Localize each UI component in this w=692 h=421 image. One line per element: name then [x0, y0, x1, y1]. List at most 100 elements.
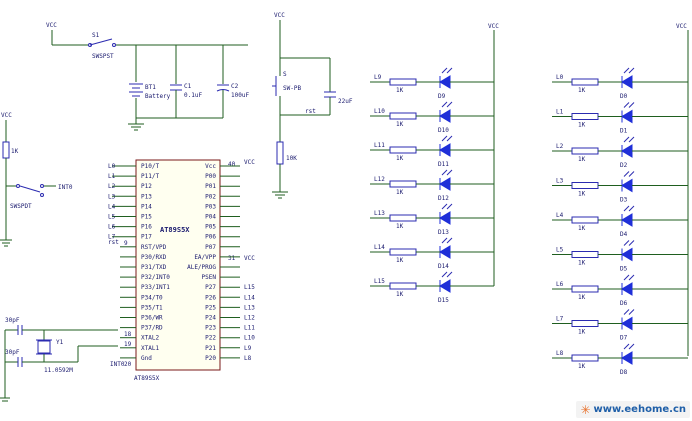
chip-left-pin-label: P31/TXD	[141, 264, 167, 271]
chip-right-net-label: L13	[244, 304, 255, 311]
led-column-right: VCCL01KD0L11KD1L21KD2L31KD3L41KD4L51KD5L…	[552, 23, 689, 376]
resistor	[571, 320, 599, 327]
resistor-label: 1K	[396, 121, 404, 128]
battery-label: BT1	[145, 84, 156, 91]
watermark-text: www.eehome.cn	[593, 404, 686, 415]
led-diode	[621, 282, 633, 296]
led-net-label: L11	[374, 142, 385, 149]
resistor-label: 1K	[578, 225, 586, 232]
cap-22uf-label: 22uF	[338, 98, 353, 105]
led-diode	[621, 213, 633, 227]
pin-31-label: 31	[228, 255, 236, 262]
resistor	[571, 285, 599, 293]
chip-right-pin-label: P03	[205, 203, 216, 210]
crystal-section: 30pF 30pF Y1 11.0592M	[0, 317, 118, 402]
cap-30pf-top: 30pF	[5, 317, 20, 324]
chip-left-pin-label: P36/WR	[141, 315, 163, 322]
chip-left-pin-label: XTAL2	[141, 335, 159, 342]
led-net-label: L15	[374, 278, 385, 285]
chip-left-pin-label: Gnd	[141, 355, 152, 362]
led-net-label: L8	[556, 350, 564, 357]
chip-right-pin-label: P00	[205, 173, 216, 180]
led-diode	[621, 75, 633, 89]
led-diode	[439, 75, 451, 89]
led-ref-label: D5	[620, 266, 628, 273]
led-column-left: VCCL91KD9L101KD10L111KD11L121KD12L131KD1…	[370, 23, 499, 304]
pin-18-label: 18	[124, 331, 132, 338]
led-net-label: L14	[374, 244, 385, 251]
pin-40-label: 40	[228, 161, 236, 168]
resistor	[389, 180, 417, 188]
crystal-value: 11.0592M	[44, 367, 73, 374]
resistor-label: 1K	[578, 191, 586, 198]
led-ref-label: D4	[620, 231, 628, 238]
vcc-label-led-right: VCC	[676, 23, 687, 30]
resistor-label: 1K	[578, 260, 586, 267]
led-ref-label: D14	[438, 263, 449, 270]
led-ref-label: D2	[620, 162, 628, 169]
chip-right-pin-label: EA/VPP	[194, 254, 216, 261]
chip-right-pin-label: P21	[205, 345, 216, 352]
resistor-label: 1K	[396, 257, 404, 264]
led-ref-label: D11	[438, 161, 449, 168]
resistor	[571, 182, 599, 189]
sw-pb-ref: S	[283, 71, 287, 78]
switch-s1-type: SWSPST	[92, 53, 114, 60]
chip-right-pin-label: Vcc	[205, 163, 216, 170]
led-ref-label: D9	[438, 93, 446, 100]
led-diode	[439, 109, 451, 123]
resistor	[389, 214, 417, 222]
chip-right-pin-label: P05	[205, 224, 216, 231]
resistor-label: 1K	[578, 329, 586, 336]
chip-left-pin-label: P11/T	[141, 173, 159, 180]
led-ref-label: D0	[620, 93, 628, 100]
chip-right-pin-label: P01	[205, 183, 216, 190]
chip-left-net-label: L0	[108, 163, 116, 170]
chip-left-pin-label: P37/RD	[141, 325, 163, 332]
sw-pb-label: SW-PB	[283, 85, 301, 92]
led-net-label: L9	[374, 74, 382, 81]
led-net-label: L7	[556, 316, 564, 323]
chip-left-net-label: L7	[108, 234, 116, 241]
led-net-label: L13	[374, 210, 385, 217]
vcc-label-chip: VCC	[244, 159, 255, 166]
chip-right-pin-label: P27	[205, 284, 216, 291]
chip-footer: AT89S5X	[134, 375, 160, 382]
resistor-label: 1K	[578, 363, 586, 370]
resistor-label: 1K	[396, 291, 404, 298]
resistor	[571, 113, 599, 120]
resistor	[389, 248, 417, 256]
microcontroller: AT89S5X AT89S5X INT0 20 40 VCC 31 VCC 9 …	[108, 159, 255, 382]
resistor	[571, 354, 599, 362]
led-ref-label: D7	[620, 335, 628, 342]
led-row: L14 1K D14	[370, 237, 494, 270]
res-1k-int0: 1K	[11, 148, 19, 155]
chip-right-pin-label: P25	[205, 304, 216, 311]
chip-right-pin-label: P23	[205, 325, 216, 332]
led-diode	[439, 143, 451, 157]
chip-right-net-label: L10	[244, 335, 255, 342]
chip-right-pin-label: P26	[205, 294, 216, 301]
resistor	[389, 78, 417, 86]
led-diode	[621, 144, 633, 158]
watermark: ✳ www.eehome.cn	[576, 401, 690, 418]
chip-left-net-label: L2	[108, 183, 116, 190]
resistor-label: 1K	[578, 87, 586, 94]
chip-left-pin-label: P12	[141, 183, 152, 190]
led-net-label: L6	[556, 281, 564, 288]
chip-left-net-label: L1	[108, 173, 116, 180]
chip-left-pin-label: P10/T	[141, 163, 159, 170]
resistor	[389, 146, 417, 154]
chip-left-pin-label: P35/T1	[141, 304, 163, 311]
battery-value: Battery	[145, 93, 171, 100]
resistor	[571, 78, 599, 86]
chip-right-pin-label: P04	[205, 214, 216, 221]
resistor	[571, 147, 599, 155]
pin-20-label: 20	[124, 361, 132, 368]
